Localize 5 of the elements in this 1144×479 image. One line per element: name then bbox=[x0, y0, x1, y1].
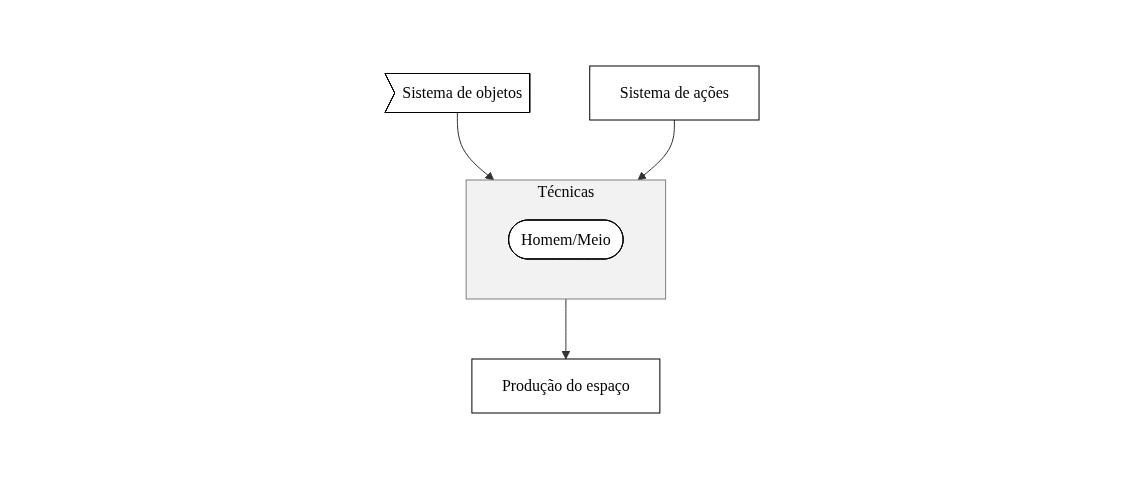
arrow bbox=[637, 119, 675, 181]
node-box: Sistema de ações bbox=[589, 65, 760, 121]
arrow bbox=[561, 298, 571, 360]
arrow bbox=[456, 112, 495, 181]
node-box: Produção do espaço bbox=[471, 358, 661, 414]
